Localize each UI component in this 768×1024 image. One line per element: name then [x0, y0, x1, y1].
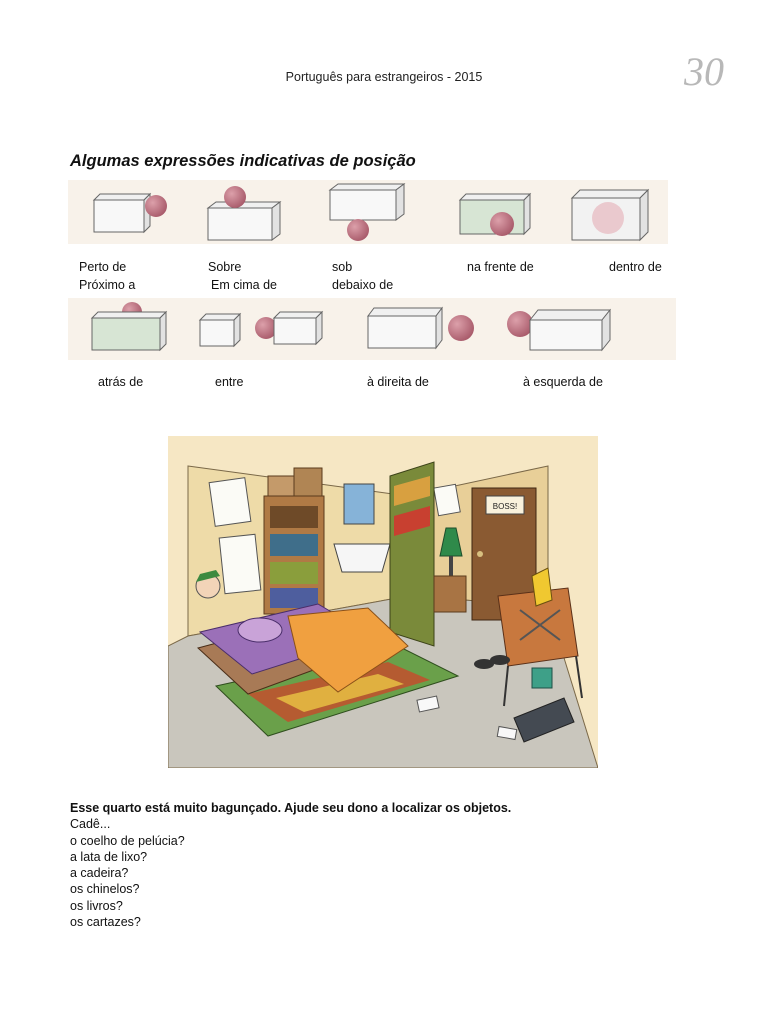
position-illustrations-row-1-svg: [92, 183, 650, 242]
wardrobe-door: [389, 461, 435, 647]
bed: [196, 603, 409, 695]
messy-room-svg: BOSS!: [167, 436, 599, 769]
illustration-sobre: [206, 186, 282, 241]
page-number: 30: [684, 49, 724, 94]
illustration-atras-de: [90, 302, 168, 352]
label-sob: sob: [332, 260, 353, 274]
label-a-esquerda-de: à esquerda de: [523, 375, 603, 389]
illustration-perto-de: [92, 192, 167, 234]
position-illustrations-row-2-svg: [90, 302, 612, 352]
sink: [333, 543, 391, 573]
label-proximo-a: Próximo a: [79, 278, 136, 292]
question-item: os cartazes?: [70, 915, 141, 930]
illustration-entre: [198, 310, 324, 348]
slipper-right: [490, 655, 510, 665]
question-item: os livros?: [70, 898, 123, 913]
label-a-direita-de: à direita de: [367, 375, 429, 389]
label-sobre: Sobre: [208, 260, 242, 274]
posters: [208, 477, 461, 595]
messy-room-illustration: BOSS!: [167, 436, 599, 769]
label-debaixo-de: debaixo de: [332, 278, 394, 292]
illustration-na-frente-de: [458, 192, 532, 236]
illustration-sob: [328, 183, 406, 241]
label-perto-de: Perto de: [79, 260, 127, 274]
door-sign-text: BOSS!: [493, 502, 517, 511]
label-dentro-de: dentro de: [609, 260, 662, 274]
mirror: [343, 483, 375, 525]
illustration-a-direita-de: [367, 306, 474, 350]
chair: [519, 567, 561, 641]
question-item: a lata de lixo?: [70, 849, 148, 864]
page-header: Português para estrangeiros - 2015: [285, 70, 483, 84]
label-entre: entre: [215, 375, 244, 389]
position-illustrations-row-1: [68, 180, 668, 244]
slipper-left: [474, 659, 494, 669]
question-item: a cadeira?: [70, 866, 129, 881]
trash-can: [531, 667, 553, 689]
question-item: os chinelos?: [70, 882, 140, 897]
position-illustrations-row-2: [68, 298, 676, 360]
label-na-frente-de: na frente de: [467, 260, 534, 274]
bookshelf: [263, 467, 325, 615]
question-item: o coelho de pelúcia?: [70, 833, 185, 848]
label-em-cima-de: Em cima de: [211, 278, 277, 292]
exercise-intro: Esse quarto está muito bagunçado. Ajude …: [70, 801, 512, 815]
illustration-a-esquerda-de: [507, 308, 612, 352]
lamp: [433, 527, 467, 613]
section-title: Algumas expressões indicativas de posiçã…: [70, 152, 416, 170]
illustration-dentro-de: [570, 188, 650, 242]
exercise-instructions: Esse quarto está muito bagunçado. Ajude …: [70, 800, 511, 930]
label-atras-de: atrás de: [98, 375, 144, 389]
guitar-case: [513, 697, 575, 743]
exercise-prompt: Cadê...: [70, 817, 111, 832]
